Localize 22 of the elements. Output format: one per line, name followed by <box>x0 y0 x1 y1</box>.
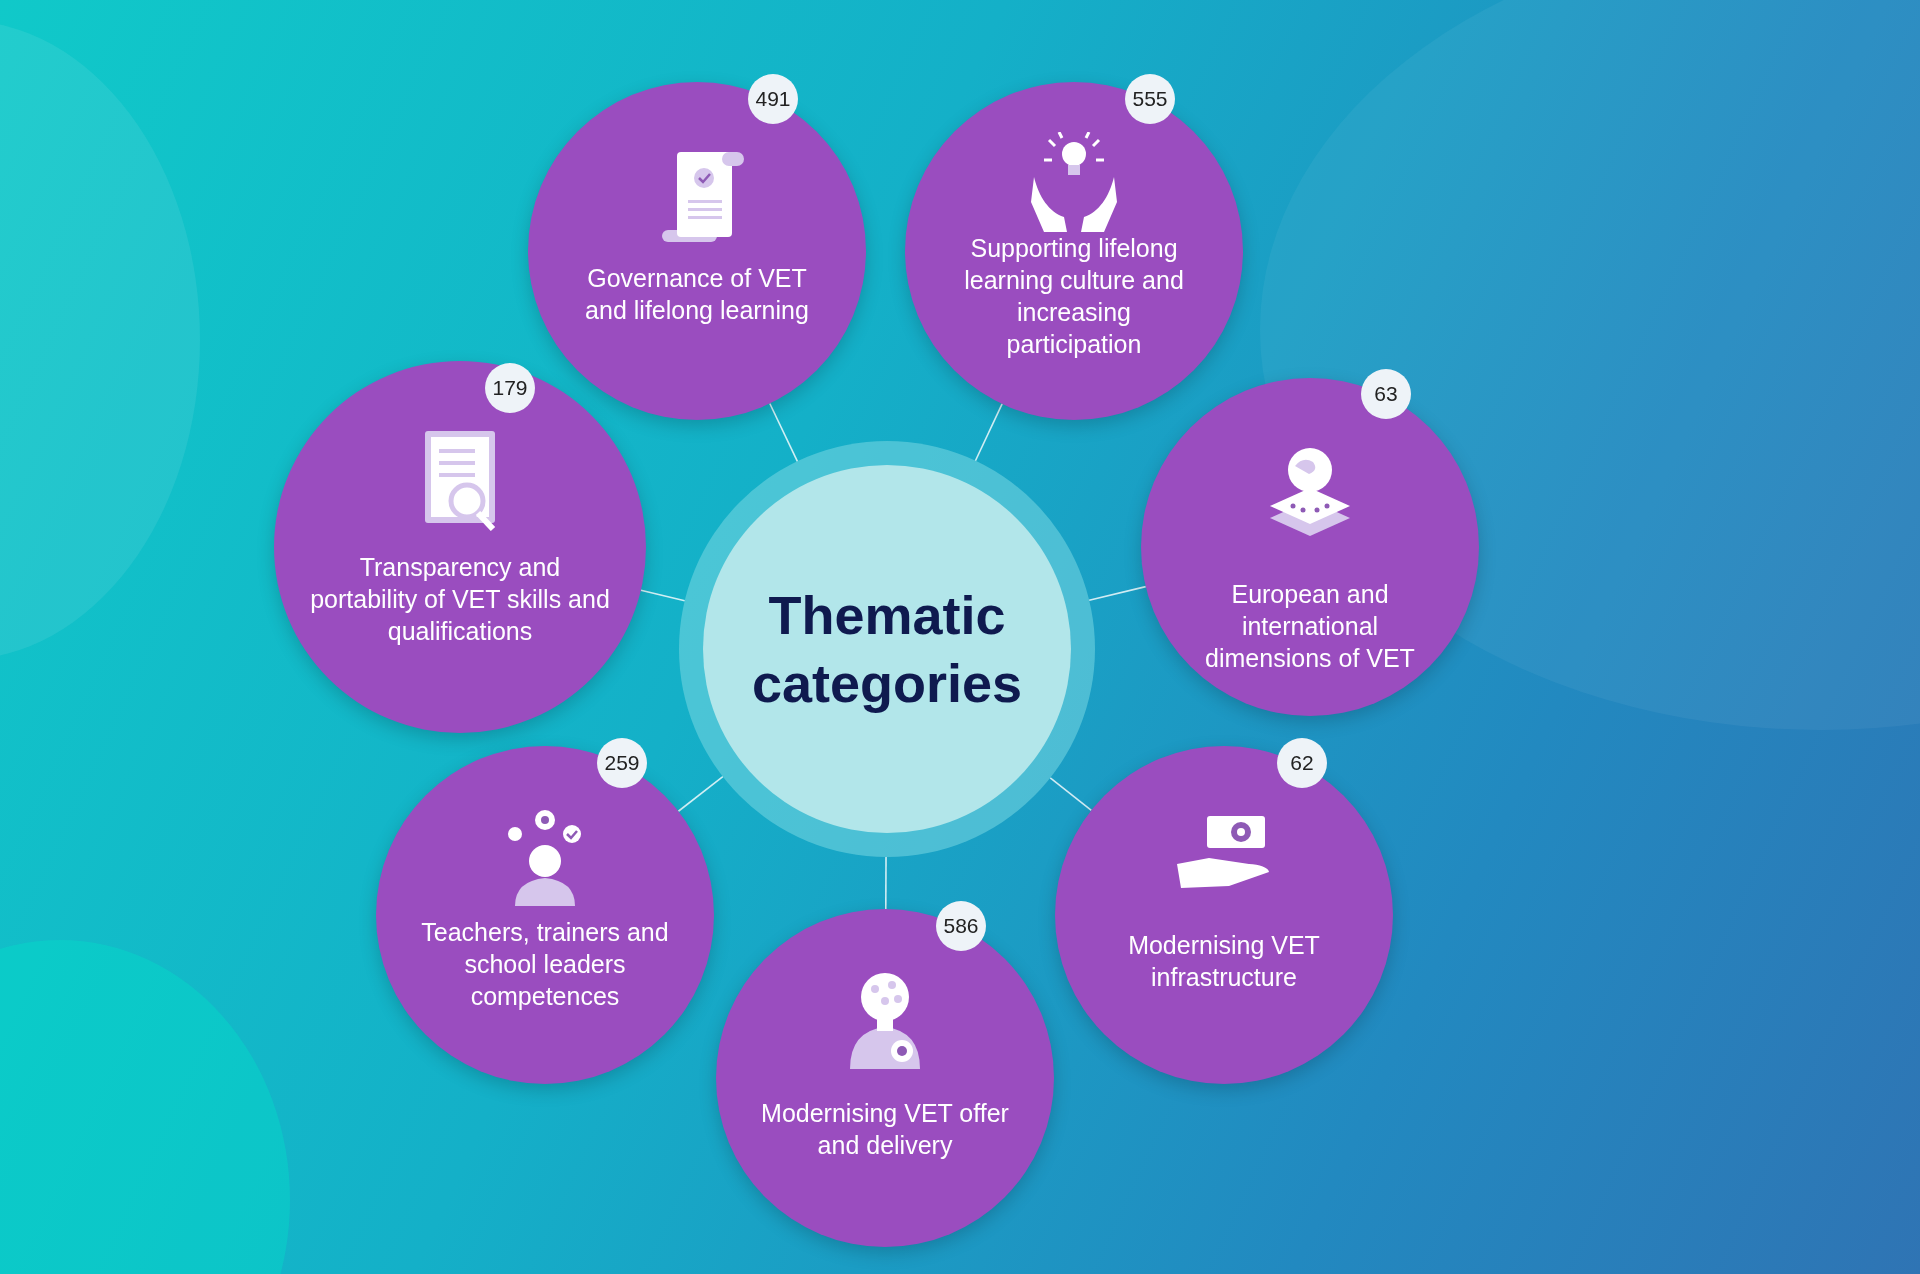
category-label: Governance of VET and lifelong learning <box>584 263 810 326</box>
category-label: Modernising VET offer and delivery <box>760 1098 1010 1161</box>
connector-line <box>769 402 799 463</box>
connector-line <box>885 856 887 910</box>
count-badge: 63 <box>1361 369 1411 419</box>
category-label: Transparency and portability of VET skills and qualifications <box>309 552 611 647</box>
count-badge: 586 <box>936 901 986 951</box>
connector-line <box>1088 585 1147 602</box>
count-badge: 179 <box>485 363 535 413</box>
category-label: European and international dimensions of VET <box>1204 579 1416 674</box>
count-badge: 62 <box>1277 738 1327 788</box>
category-label: Supporting lifelong learning culture and increasing participation <box>963 233 1185 360</box>
category-label: Teachers, trainers and school leaders competences <box>420 917 670 1012</box>
category-label: Modernising VET infrastructure <box>1127 930 1321 993</box>
count-badge: 259 <box>597 738 647 788</box>
connector-line <box>677 775 724 813</box>
count-badge: 555 <box>1125 74 1175 124</box>
count-badge: 491 <box>748 74 798 124</box>
connector-line <box>1049 777 1093 812</box>
connector-line <box>640 589 686 602</box>
center-title: Thematic categories <box>750 584 1024 715</box>
connector-line <box>974 403 1003 462</box>
